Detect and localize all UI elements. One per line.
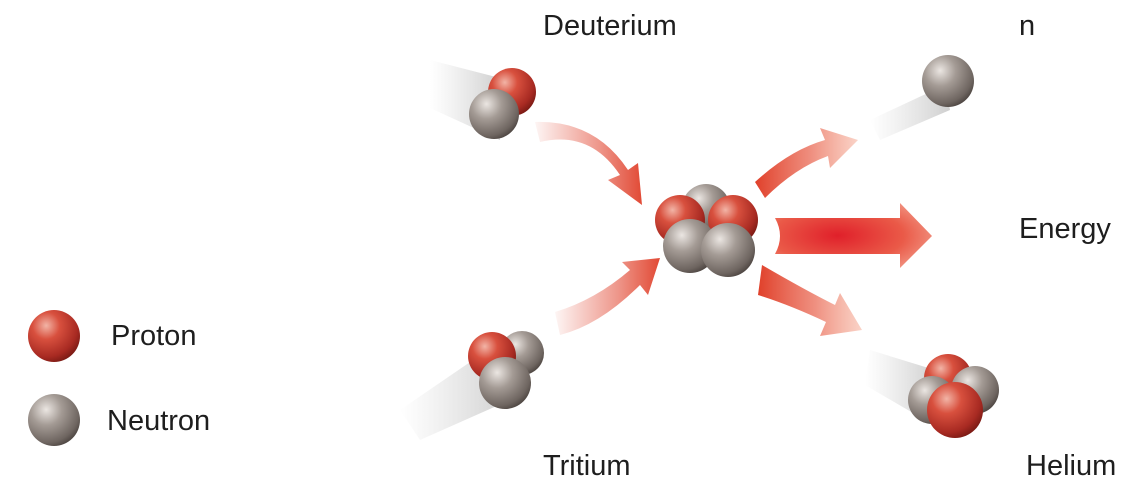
- deuterium-nucleus: [469, 68, 536, 139]
- neutron-particle: [469, 89, 519, 139]
- neutron-arrow: [755, 128, 858, 198]
- outgoing-arrows: [755, 128, 932, 336]
- energy-label: Energy: [1019, 213, 1111, 245]
- neutron-particle: [701, 223, 755, 277]
- neutron-output-label: n: [1019, 10, 1036, 42]
- helium-arrow: [758, 265, 862, 336]
- energy-arrow: [775, 203, 932, 268]
- helium-nucleus: [908, 354, 999, 438]
- legend-proton-label: Proton: [111, 320, 197, 352]
- proton-particle: [927, 382, 983, 438]
- emitted-neutron: [922, 55, 974, 107]
- legend-neutron-icon: [28, 394, 80, 446]
- legend-proton-icon: [28, 310, 80, 362]
- tritium-arrow: [555, 258, 660, 335]
- compound-nucleus: [655, 184, 758, 277]
- legend-neutron-label: Neutron: [107, 405, 211, 437]
- legend: [28, 310, 80, 446]
- deuterium-arrow: [535, 121, 642, 205]
- helium-label: Helium: [1026, 450, 1117, 482]
- incoming-arrows: [535, 121, 660, 335]
- deuterium-label: Deuterium: [543, 10, 677, 42]
- neutron-particle: [479, 357, 531, 409]
- tritium-label: Tritium: [543, 450, 631, 482]
- tritium-nucleus: [468, 331, 544, 409]
